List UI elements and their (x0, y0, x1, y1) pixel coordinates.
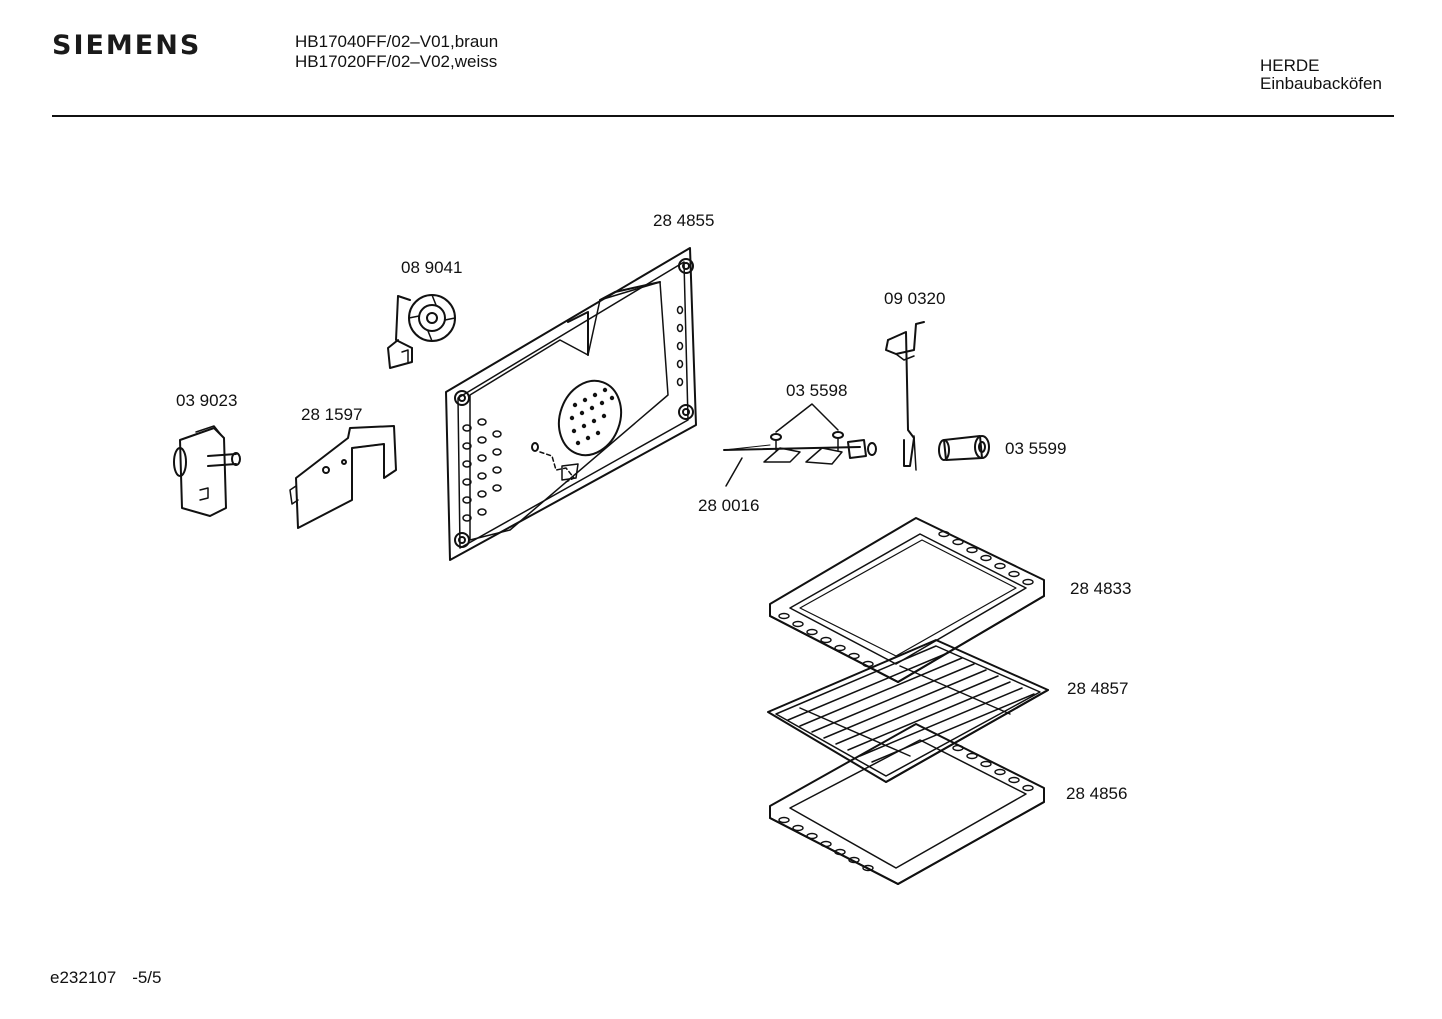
part-label: 28 4855 (653, 211, 714, 230)
grill-rack-icon (767, 639, 1049, 783)
brand-logo: SIEMENS (52, 30, 202, 61)
leader-line (725, 457, 743, 487)
header-divider (52, 115, 1394, 117)
motor-icon (173, 425, 241, 517)
part-label: 28 0016 (698, 496, 759, 515)
fan-motor-icon (387, 294, 456, 369)
part-label: 28 4857 (1067, 679, 1128, 698)
category-line: Einbaubacköfen (1260, 74, 1382, 93)
bracket-icon (289, 425, 397, 529)
spit-icon (723, 431, 877, 465)
part-label: 03 9023 (176, 391, 237, 410)
model-line: HB17040FF/02–V01,braun (295, 32, 499, 51)
model-line: HB17020FF/02–V02,weiss (295, 52, 498, 71)
category-block: HERDE Einbaubacköfen (1260, 57, 1382, 93)
baking-tray-icon (769, 723, 1045, 885)
part-label: 28 1597 (301, 405, 362, 424)
part-label: 03 5598 (786, 381, 847, 400)
part-label: 08 9041 (401, 258, 462, 277)
part-label: 03 5599 (1005, 439, 1066, 458)
leader-line (775, 403, 839, 433)
part-label: 09 0320 (884, 289, 945, 308)
rear-panel-icon (445, 247, 697, 561)
category-line: HERDE (1260, 56, 1320, 75)
footer: e232107 -5/5 (50, 968, 177, 988)
model-list: HB17040FF/02–V01,braun HB17020FF/02–V02,… (295, 32, 498, 72)
document-id: e232107 (50, 968, 117, 987)
part-label: 28 4833 (1070, 579, 1131, 598)
part-label: 28 4856 (1066, 784, 1127, 803)
page-number: -5/5 (132, 968, 162, 987)
wire-hook-icon (885, 321, 925, 471)
handle-icon (938, 435, 990, 461)
baking-tray-icon (769, 517, 1045, 683)
